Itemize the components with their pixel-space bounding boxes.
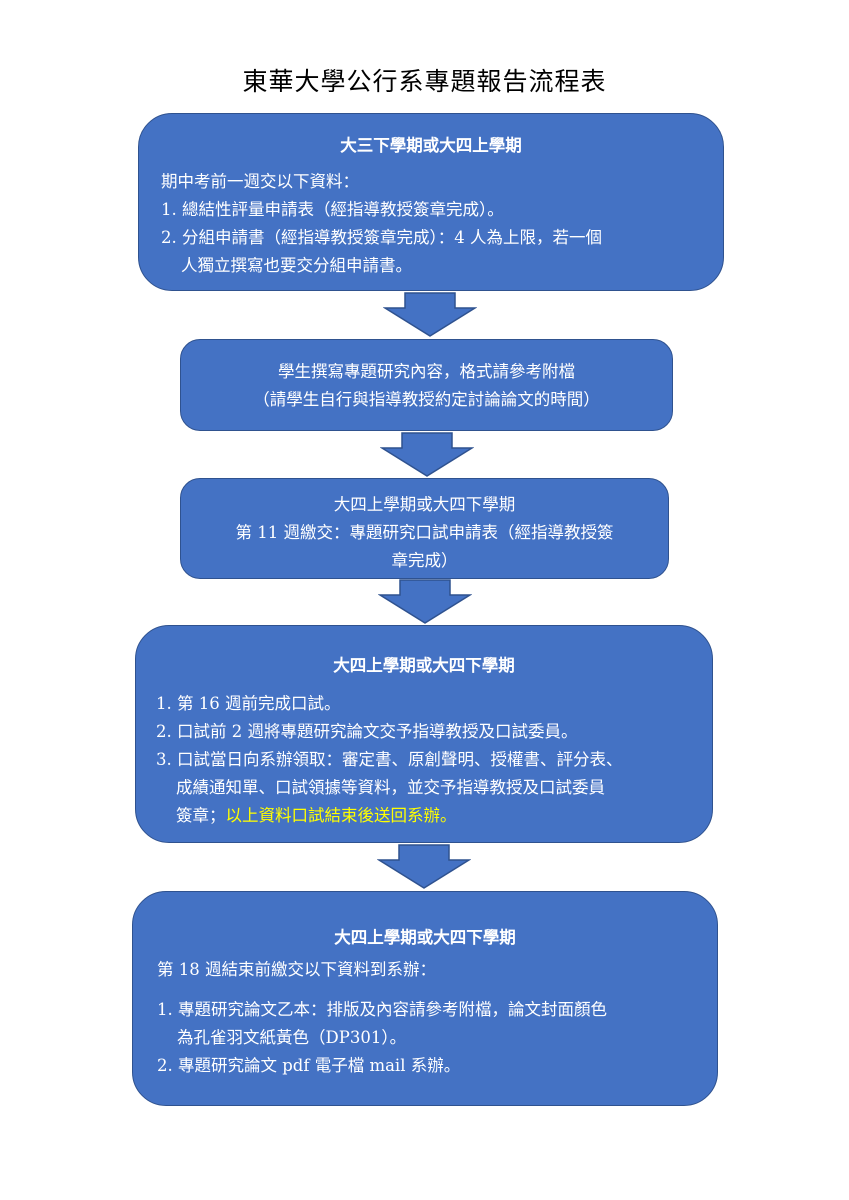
step-5-intro: 第 18 週結束前繳交以下資料到系辦： [157,960,436,979]
step-4-item-3-cont: 成績通知單、口試領據等資料，並交予指導教授及口試委員 [176,778,605,797]
step-3-line-1: 第 11 週繳交：專題研究口試申請表（經指導教授簽 [235,523,614,542]
step-1-item-1: 1. 總結性評量申請表（經指導教授簽章完成）。 [161,200,504,219]
step-1-intro: 期中考前一週交以下資料： [161,172,359,191]
step-5-item-2: 2. 專題研究論文 pdf 電子檔 mail 系辦。 [157,1056,461,1075]
arrow-down-icon [378,579,472,624]
step-4-item-3-end: 簽章；以上資料口試結束後送回系辦。 [156,802,712,830]
step-1-item-2: 2. 分組申請書（經指導教授簽章完成）：4 人為上限，若一個 [161,228,602,247]
step-2-box: 學生撰寫專題研究內容，格式請參考附檔 （請學生自行與指導教授約定討論論文的時間） [180,339,673,431]
step-4-heading: 大四上學期或大四下學期 [333,656,515,675]
arrow-down-icon [377,844,471,889]
step-3-line-2: 章完成） [391,551,458,570]
step-4-sign-text: 簽章； [176,806,226,825]
step-4-item-3: 3. 口試當日向系辦領取：審定書、原創聲明、授權書、評分表、 [156,750,623,769]
step-2-line-2: （請學生自行與指導教授約定討論論文的時間） [253,390,600,409]
step-4-highlight-note: 以上資料口試結束後送回系辦。 [225,806,457,825]
step-1-heading: 大三下學期或大四上學期 [340,136,522,155]
step-5-item-1: 1. 專題研究論文乙本：排版及內容請參考附檔，論文封面顏色 [157,1000,607,1019]
step-1-box: 大三下學期或大四上學期 期中考前一週交以下資料： 1. 總結性評量申請表（經指導… [138,113,724,291]
step-5-item-1-cont: 為孔雀羽文紙黃色（DP301）。 [177,1028,407,1047]
step-2-line-1: 學生撰寫專題研究內容，格式請參考附檔 [278,362,575,381]
step-5-heading: 大四上學期或大四下學期 [334,928,516,947]
step-4-item-1: 1. 第 16 週前完成口試。 [156,694,341,713]
step-1-item-2-cont: 人獨立撰寫也要交分組申請書。 [181,256,412,275]
step-5-box: 大四上學期或大四下學期 第 18 週結束前繳交以下資料到系辦： 1. 專題研究論… [132,891,718,1106]
arrow-down-icon [380,432,474,477]
page-title: 東華大學公行系專題報告流程表 [242,67,607,96]
step-3-box: 大四上學期或大四下學期 第 11 週繳交：專題研究口試申請表（經指導教授簽 章完… [180,478,669,579]
step-4-item-2: 2. 口試前 2 週將專題研究論文交予指導教授及口試委員。 [156,722,578,741]
step-4-box: 大四上學期或大四下學期 1. 第 16 週前完成口試。 2. 口試前 2 週將專… [135,625,713,843]
arrow-down-icon [383,292,477,337]
step-3-heading: 大四上學期或大四下學期 [333,495,516,514]
